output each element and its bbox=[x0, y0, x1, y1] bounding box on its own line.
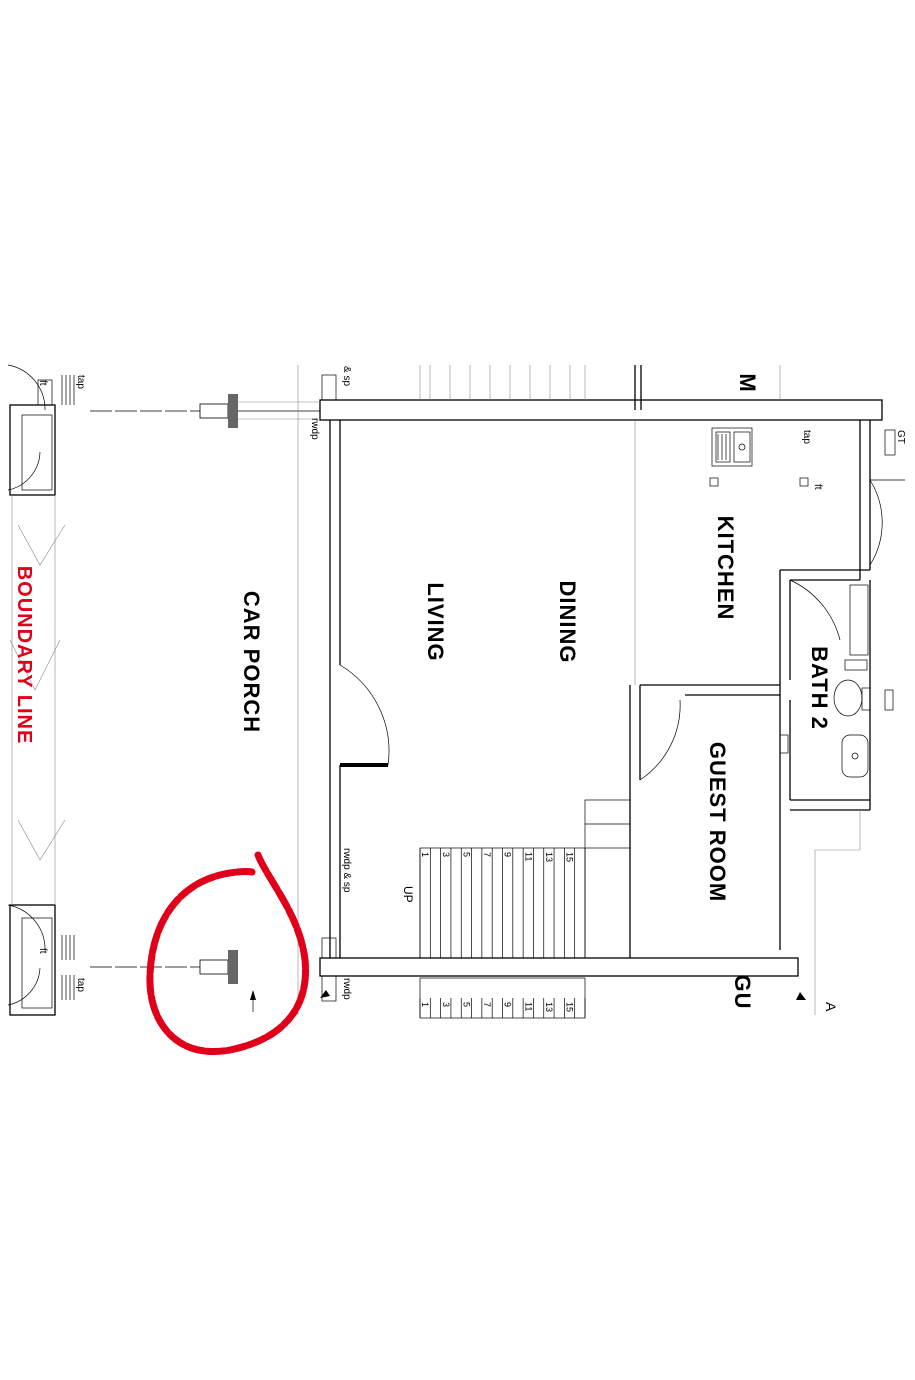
stair-number-upper: 3 bbox=[441, 852, 451, 857]
room-label-guest-room: GUEST ROOM bbox=[705, 742, 730, 902]
arrow-icon bbox=[250, 990, 256, 1000]
stair-number-lower: 11 bbox=[523, 1002, 533, 1011]
stair-number-upper: 13 bbox=[544, 852, 554, 862]
room-label-partial-top: M bbox=[735, 373, 760, 392]
kitchen-sink bbox=[711, 427, 753, 467]
wall-bottom bbox=[319, 957, 799, 977]
stair-number-upper: 5 bbox=[461, 852, 471, 857]
gate-pillar-bottom bbox=[9, 904, 56, 1016]
arrow-icon bbox=[796, 992, 806, 1000]
note-tap-left-bottom: tap bbox=[75, 978, 86, 992]
building-walls bbox=[238, 365, 905, 1015]
gate-pillar-top bbox=[9, 404, 56, 496]
stair-number-lower: 13 bbox=[544, 1002, 554, 1012]
basin-icon bbox=[841, 734, 869, 778]
note-gt: GT bbox=[895, 430, 906, 444]
room-label-bath-2: BATH 2 bbox=[807, 646, 832, 730]
note-tap-left-top: tap bbox=[75, 375, 86, 389]
note-partial-a: A bbox=[823, 1002, 839, 1012]
note-ft-left-top: ft bbox=[37, 380, 48, 386]
stairs-upper-top bbox=[419, 365, 586, 400]
boundary-elements bbox=[7, 364, 75, 1016]
room-label-kitchen: KITCHEN bbox=[713, 516, 738, 621]
stair-number-upper: 7 bbox=[482, 852, 492, 857]
note-kitchen-ft: ft bbox=[812, 484, 823, 490]
note-rwdp-top: rwdp bbox=[309, 418, 320, 440]
stair-number-lower: 15 bbox=[565, 1002, 575, 1012]
stair-number-upper: 15 bbox=[565, 852, 575, 862]
stair-number-lower: 5 bbox=[461, 1002, 471, 1007]
note-rwdp-sp-mid: rwdp & sp bbox=[341, 848, 352, 893]
stair-number-lower: 9 bbox=[503, 1002, 513, 1007]
room-label-guest-partial: GU bbox=[730, 975, 755, 1010]
kitchen-fixtures bbox=[709, 427, 809, 487]
note-rwdp-bottom: rwdp bbox=[341, 978, 352, 1000]
red-circle-markup bbox=[146, 851, 310, 1055]
note-up: UP bbox=[401, 886, 415, 903]
room-label-dining: DINING bbox=[555, 581, 580, 664]
stair-number-upper: 9 bbox=[503, 852, 513, 857]
wall-top bbox=[319, 399, 883, 421]
stair-number-lower: 1 bbox=[420, 1002, 430, 1007]
gate-post-top bbox=[228, 394, 238, 428]
gate-post-bottom bbox=[228, 950, 238, 984]
bath-fixtures bbox=[833, 584, 871, 778]
note-sp-top: & sp bbox=[341, 366, 352, 386]
boundary-line-label: BOUNDARY LINE bbox=[13, 566, 35, 745]
toilet-icon bbox=[833, 679, 863, 717]
arrow-icon bbox=[320, 990, 330, 998]
stair-number-lower: 7 bbox=[482, 1002, 492, 1007]
room-label-car-porch: CAR PORCH bbox=[239, 591, 264, 733]
note-ft-left-bottom: ft bbox=[37, 948, 48, 954]
stair-number-upper: 1 bbox=[420, 852, 430, 857]
room-label-living: LIVING bbox=[423, 582, 448, 661]
stair-number-lower: 3 bbox=[441, 1002, 451, 1007]
stair-number-upper: 11 bbox=[523, 852, 533, 861]
gate-tracks bbox=[90, 394, 320, 984]
note-kitchen-tap: tap bbox=[801, 430, 812, 444]
